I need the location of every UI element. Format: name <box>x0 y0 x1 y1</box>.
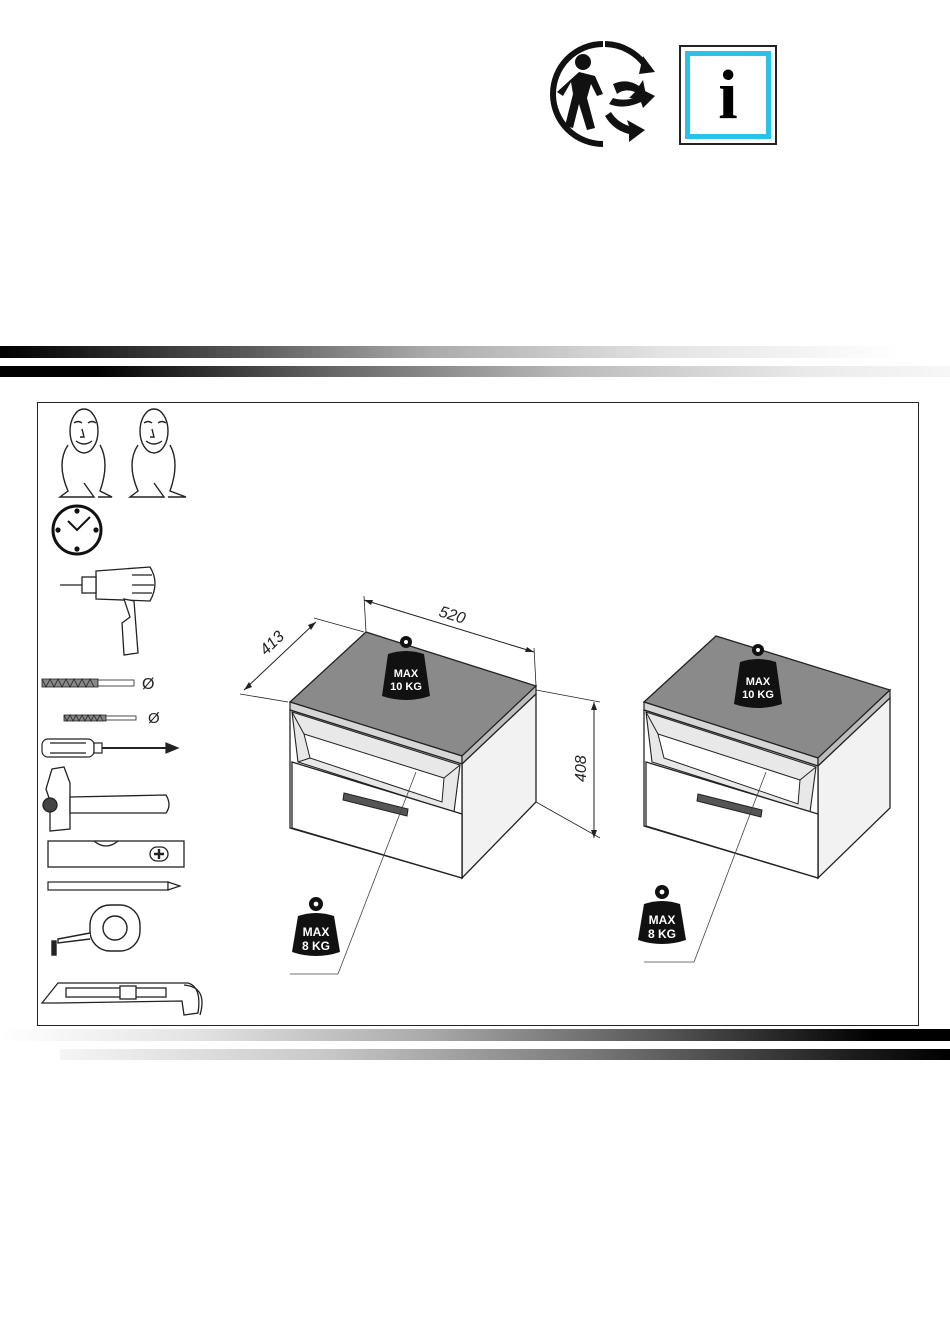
spirit-level-icon <box>48 841 184 867</box>
diameter-symbol: Ø <box>142 676 154 693</box>
weight-drawer-line2: 8 KG <box>648 927 676 941</box>
two-people-icon <box>60 409 186 497</box>
tools-column: Ø Ø <box>38 403 208 1025</box>
weight-top-line2: 10 KG <box>742 689 774 701</box>
decorative-band-bottom-2 <box>60 1049 950 1060</box>
decorative-band-top-1 <box>0 346 950 358</box>
weight-drawer-line1: MAX <box>649 913 676 927</box>
decorative-band-top-2 <box>0 366 950 377</box>
hammer-icon <box>43 767 169 831</box>
weight-drawer-line2: 8 KG <box>302 939 330 953</box>
drill-bit-small-icon <box>64 715 136 721</box>
weight-max-drawer-icon: MAX 8 KG <box>292 897 340 956</box>
cabinet-dimensioned: 413 520 408 MAX 10 KG MAX 8 KG <box>230 590 610 990</box>
diameter-symbol: Ø <box>148 710 160 727</box>
tape-measure-icon <box>52 905 140 955</box>
info-letter: i <box>681 61 775 131</box>
pencil-icon <box>48 882 180 890</box>
weight-max-drawer-icon: MAX 8 KG <box>638 885 686 944</box>
weight-top-line1: MAX <box>746 676 771 688</box>
weight-top-line2: 10 KG <box>390 681 422 693</box>
dimension-depth-label: 413 <box>257 628 288 659</box>
clock-icon <box>53 506 101 554</box>
recycle-person-icon <box>543 38 663 150</box>
screwdriver-icon <box>42 739 178 757</box>
dimension-height-label: 408 <box>573 755 590 782</box>
drill-bit-icon <box>42 679 134 687</box>
weight-drawer-line1: MAX <box>303 925 330 939</box>
decorative-band-bottom-1 <box>0 1029 950 1041</box>
cabinet-load-limits: MAX 10 KG MAX 8 KG <box>620 620 900 980</box>
utility-knife-icon <box>42 983 202 1015</box>
drill-icon <box>60 567 155 655</box>
weight-top-line1: MAX <box>394 668 419 680</box>
info-icon: i <box>679 45 777 145</box>
